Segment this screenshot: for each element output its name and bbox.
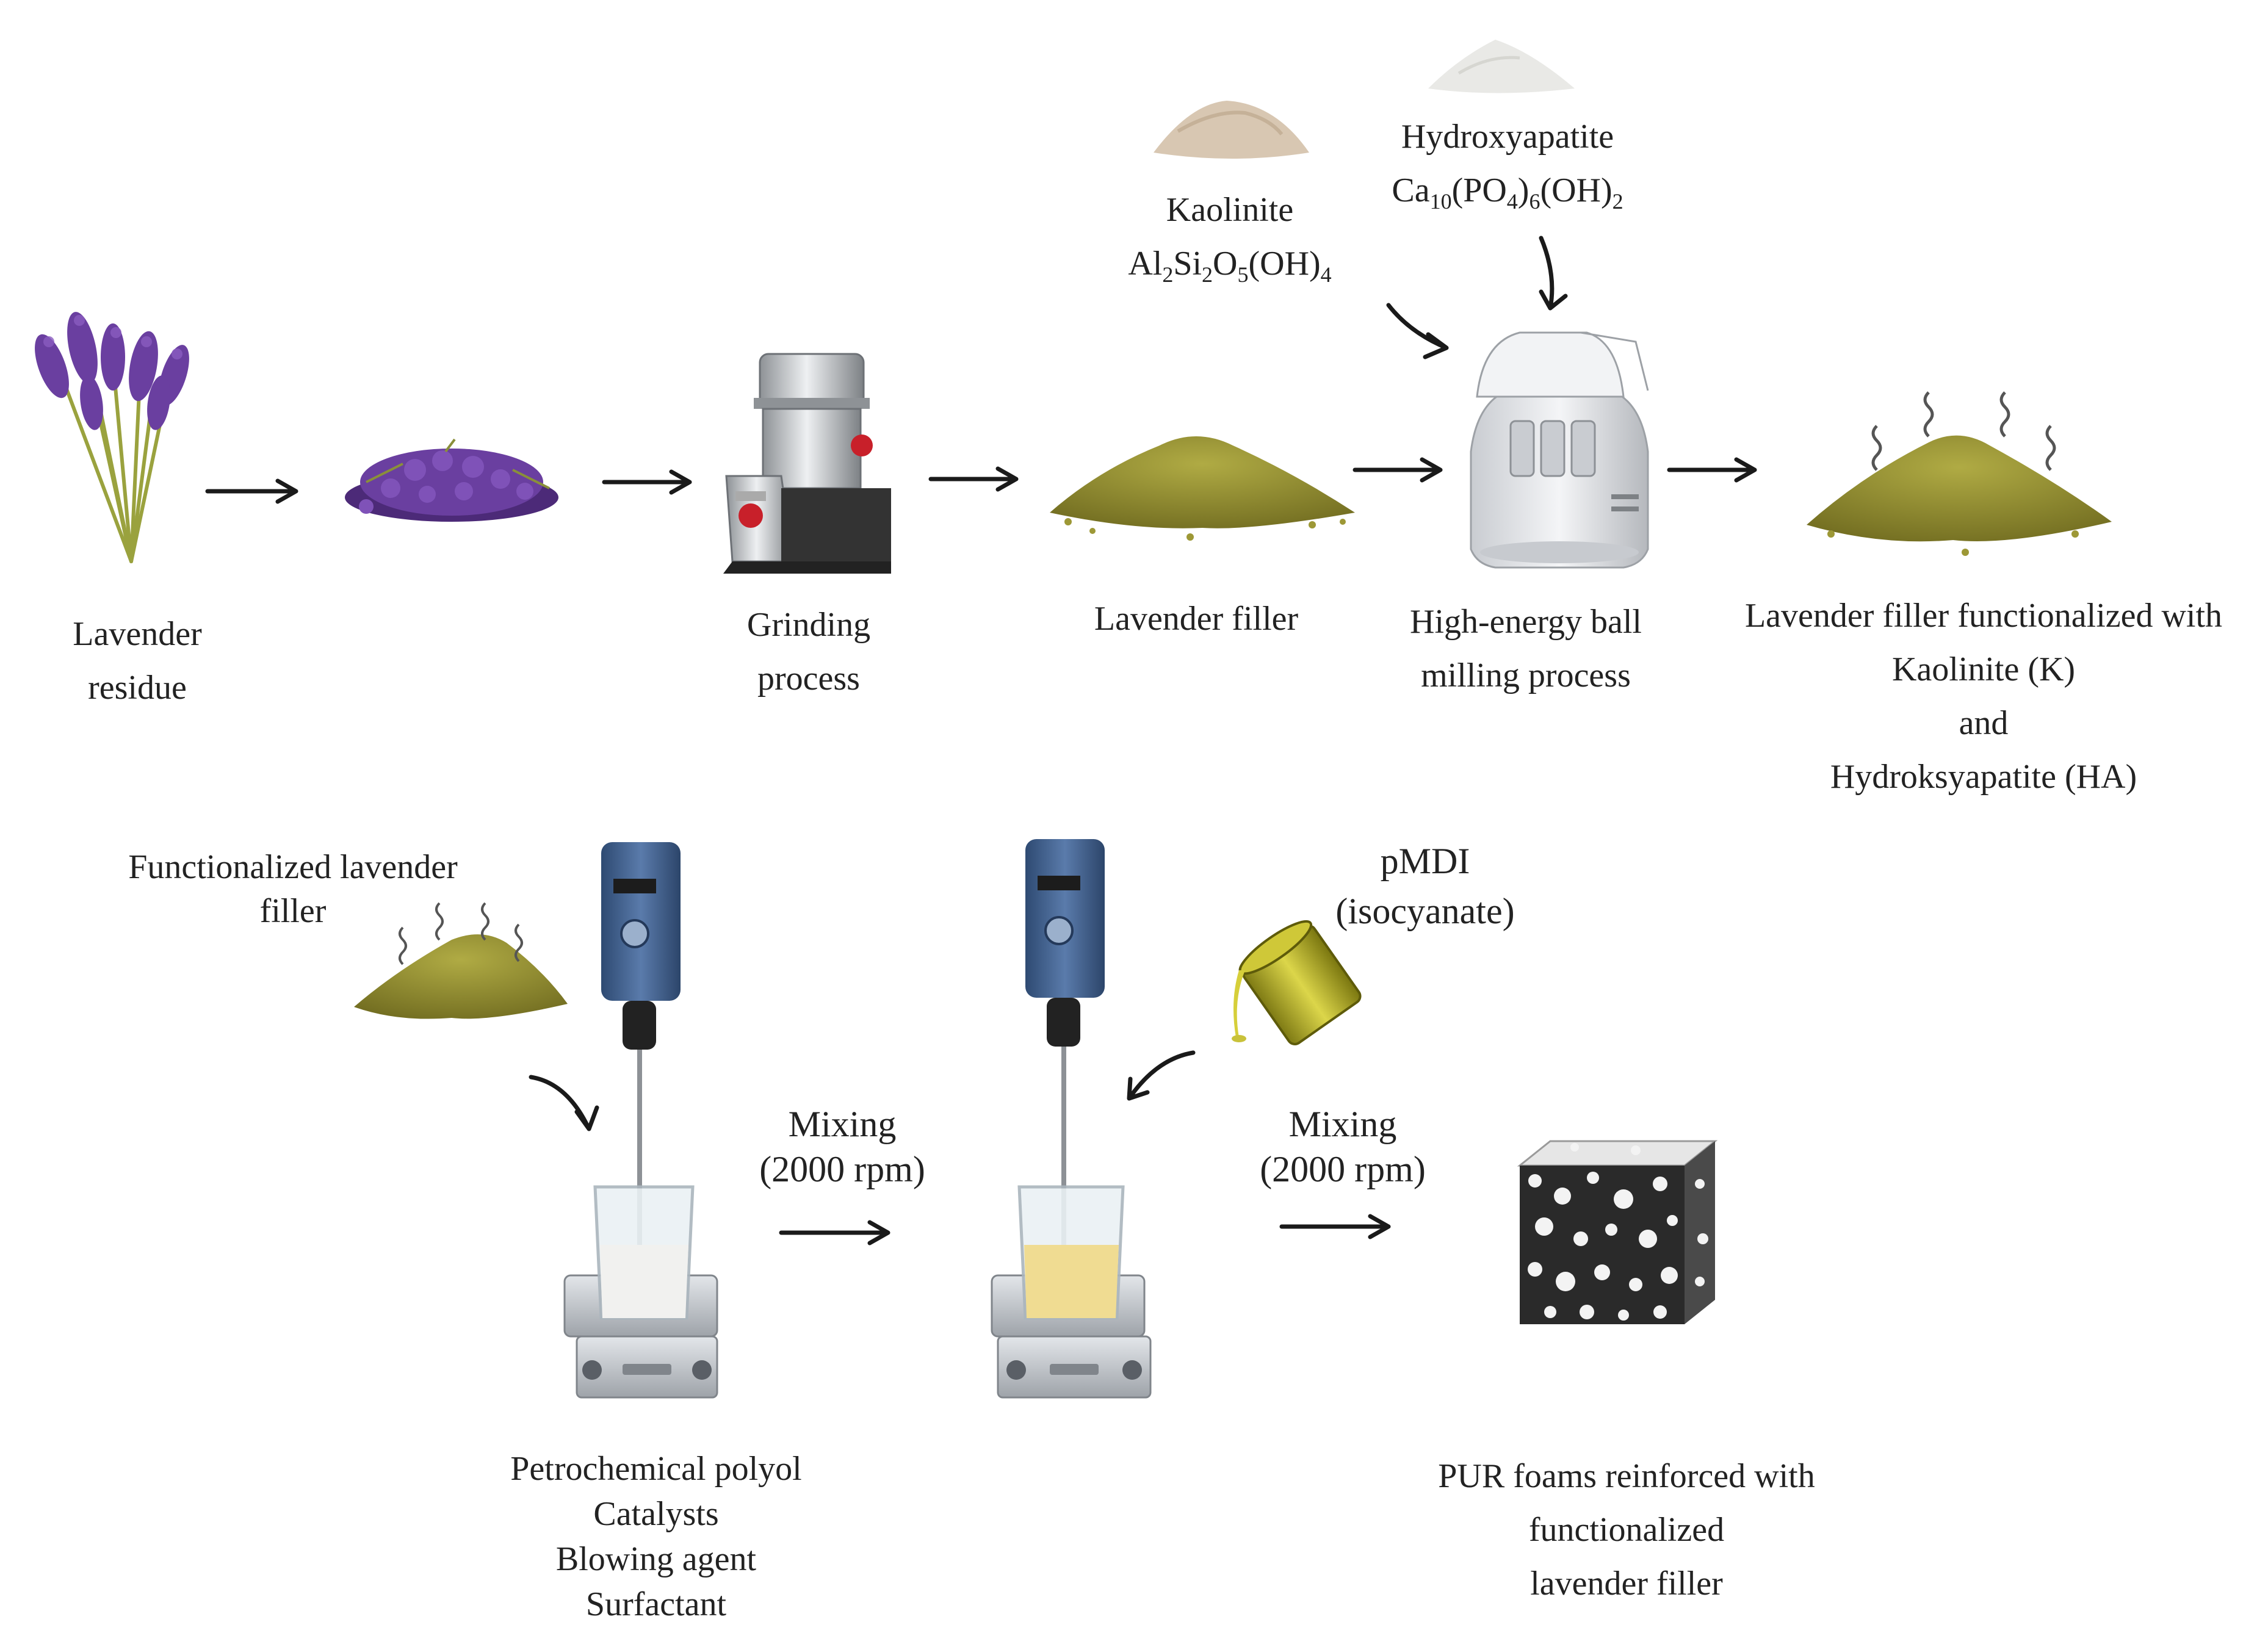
label-lavender-filler: Lavender filler (1094, 592, 1298, 646)
label-hydroxyapatite: Hydroxyapatite Ca10(PO4)6(OH)2 (1392, 110, 1623, 217)
formula-subscript: 4 (1320, 262, 1332, 287)
label-line: process (757, 660, 860, 698)
formula-text: (PO (1451, 171, 1507, 209)
arrow-icon (205, 478, 298, 504)
label-kaolinite: Kaolinite Al2Si2O5(OH)4 (1128, 183, 1331, 290)
overhead-stirrer-polyol-icon (563, 842, 718, 1399)
label-functionalized-result: Lavender filler functionalized with Kaol… (1745, 589, 2222, 804)
label-line: residue (88, 669, 187, 707)
label-line: Blowing agent (555, 1540, 757, 1578)
label-line: Surfactant (585, 1585, 727, 1623)
label-line: Mixing (788, 1104, 897, 1144)
label-line: Kaolinite (1166, 191, 1294, 229)
formula-subscript: 2 (1162, 262, 1174, 287)
label-line: pMDI (1380, 841, 1470, 881)
formula-subscript: 4 (1506, 189, 1518, 214)
label-line: Grinding (746, 606, 871, 644)
label-line: milling process (1421, 657, 1631, 694)
label-line: Hydroxyapatite (1401, 118, 1614, 156)
formula-text: Al (1128, 245, 1163, 283)
formula-text: (OH) (1248, 245, 1321, 283)
label-line: and (1959, 704, 2009, 742)
formula-subscript: 2 (1612, 189, 1623, 214)
label-line: lavender filler (1530, 1565, 1723, 1602)
dried-lavender-icon (345, 438, 558, 522)
formula-subscript: 6 (1529, 189, 1540, 214)
curved-arrow-icon (529, 1075, 599, 1131)
curved-arrow-icon (1386, 303, 1449, 359)
formula-text: Ca (1392, 171, 1430, 209)
label-line: filler (259, 892, 327, 930)
label-pmdi: pMDI (isocyanate) (1335, 836, 1514, 936)
label-ball-milling: High-energy ball milling process (1410, 595, 1642, 702)
label-line: Lavender filler (1094, 600, 1299, 638)
hydroxyapatite-powder-icon (1428, 40, 1575, 93)
overhead-stirrer-mixture-icon (991, 839, 1152, 1399)
label-line: Functionalized lavender (128, 848, 458, 886)
formula-text: ) (1517, 171, 1529, 209)
label-line: (2000 rpm) (759, 1149, 925, 1189)
arrow-icon (779, 1220, 890, 1245)
functionalized-filler-small-icon (354, 902, 568, 1019)
label-line: Lavender filler functionalized with (1744, 597, 2223, 635)
label-line: Lavender (73, 615, 202, 653)
curved-arrow-icon (1127, 1050, 1196, 1101)
kaolinite-formula: Al2Si2O5(OH)4 (1128, 237, 1331, 290)
curved-arrow-icon (1539, 236, 1568, 311)
arrow-icon (1352, 457, 1443, 483)
label-line: (isocyanate) (1335, 891, 1515, 931)
arrow-icon (1279, 1214, 1391, 1239)
ball-mill-icon (1470, 331, 1649, 569)
lavender-filler-pile-icon (1050, 436, 1355, 541)
formula-text: Si (1173, 245, 1202, 283)
label-line: functionalized (1528, 1511, 1725, 1549)
kaolinite-powder-icon (1154, 101, 1309, 159)
label-line: Hydroksyapatite (HA) (1830, 758, 2137, 796)
formula-subscript: 5 (1237, 262, 1249, 287)
label-functionalized-filler: Functionalized lavender filler (128, 845, 458, 933)
arrow-icon (928, 466, 1019, 492)
formula-subscript: 2 (1202, 262, 1213, 287)
label-line: Petrochemical polyol (510, 1450, 802, 1488)
label-line: PUR foams reinforced with (1438, 1457, 1815, 1495)
label-pur-foams: PUR foams reinforced with functionalized… (1438, 1449, 1815, 1610)
label-line: Mixing (1288, 1104, 1397, 1144)
label-mixing-1: Mixing (2000 rpm) (759, 1101, 925, 1192)
lavender-bouquet-icon (35, 312, 189, 563)
functionalized-filler-pile-icon (1807, 391, 2112, 556)
label-lavender-residue: Lavender residue (73, 607, 201, 715)
label-line: High-energy ball (1410, 603, 1642, 641)
isocyanate-can-icon (1232, 920, 1362, 1045)
label-line: (2000 rpm) (1260, 1149, 1426, 1189)
arrow-icon (1667, 457, 1757, 483)
pur-foam-cube-icon (1517, 1140, 1718, 1324)
hydroxyapatite-formula: Ca10(PO4)6(OH)2 (1392, 164, 1623, 217)
label-grinding-process: Grinding process (747, 598, 870, 705)
label-line: Kaolinite (K) (1891, 651, 2076, 688)
label-mixing-2: Mixing (2000 rpm) (1260, 1101, 1426, 1192)
formula-text: O (1213, 245, 1238, 283)
formula-text: (OH) (1540, 171, 1613, 209)
label-components: Petrochemical polyol Catalysts Blowing a… (510, 1446, 801, 1627)
grinder-icon (723, 353, 891, 574)
formula-subscript: 10 (1429, 189, 1452, 214)
flow-arrows (205, 236, 1757, 1245)
arrow-icon (602, 469, 692, 495)
label-line: Catalysts (593, 1495, 719, 1533)
